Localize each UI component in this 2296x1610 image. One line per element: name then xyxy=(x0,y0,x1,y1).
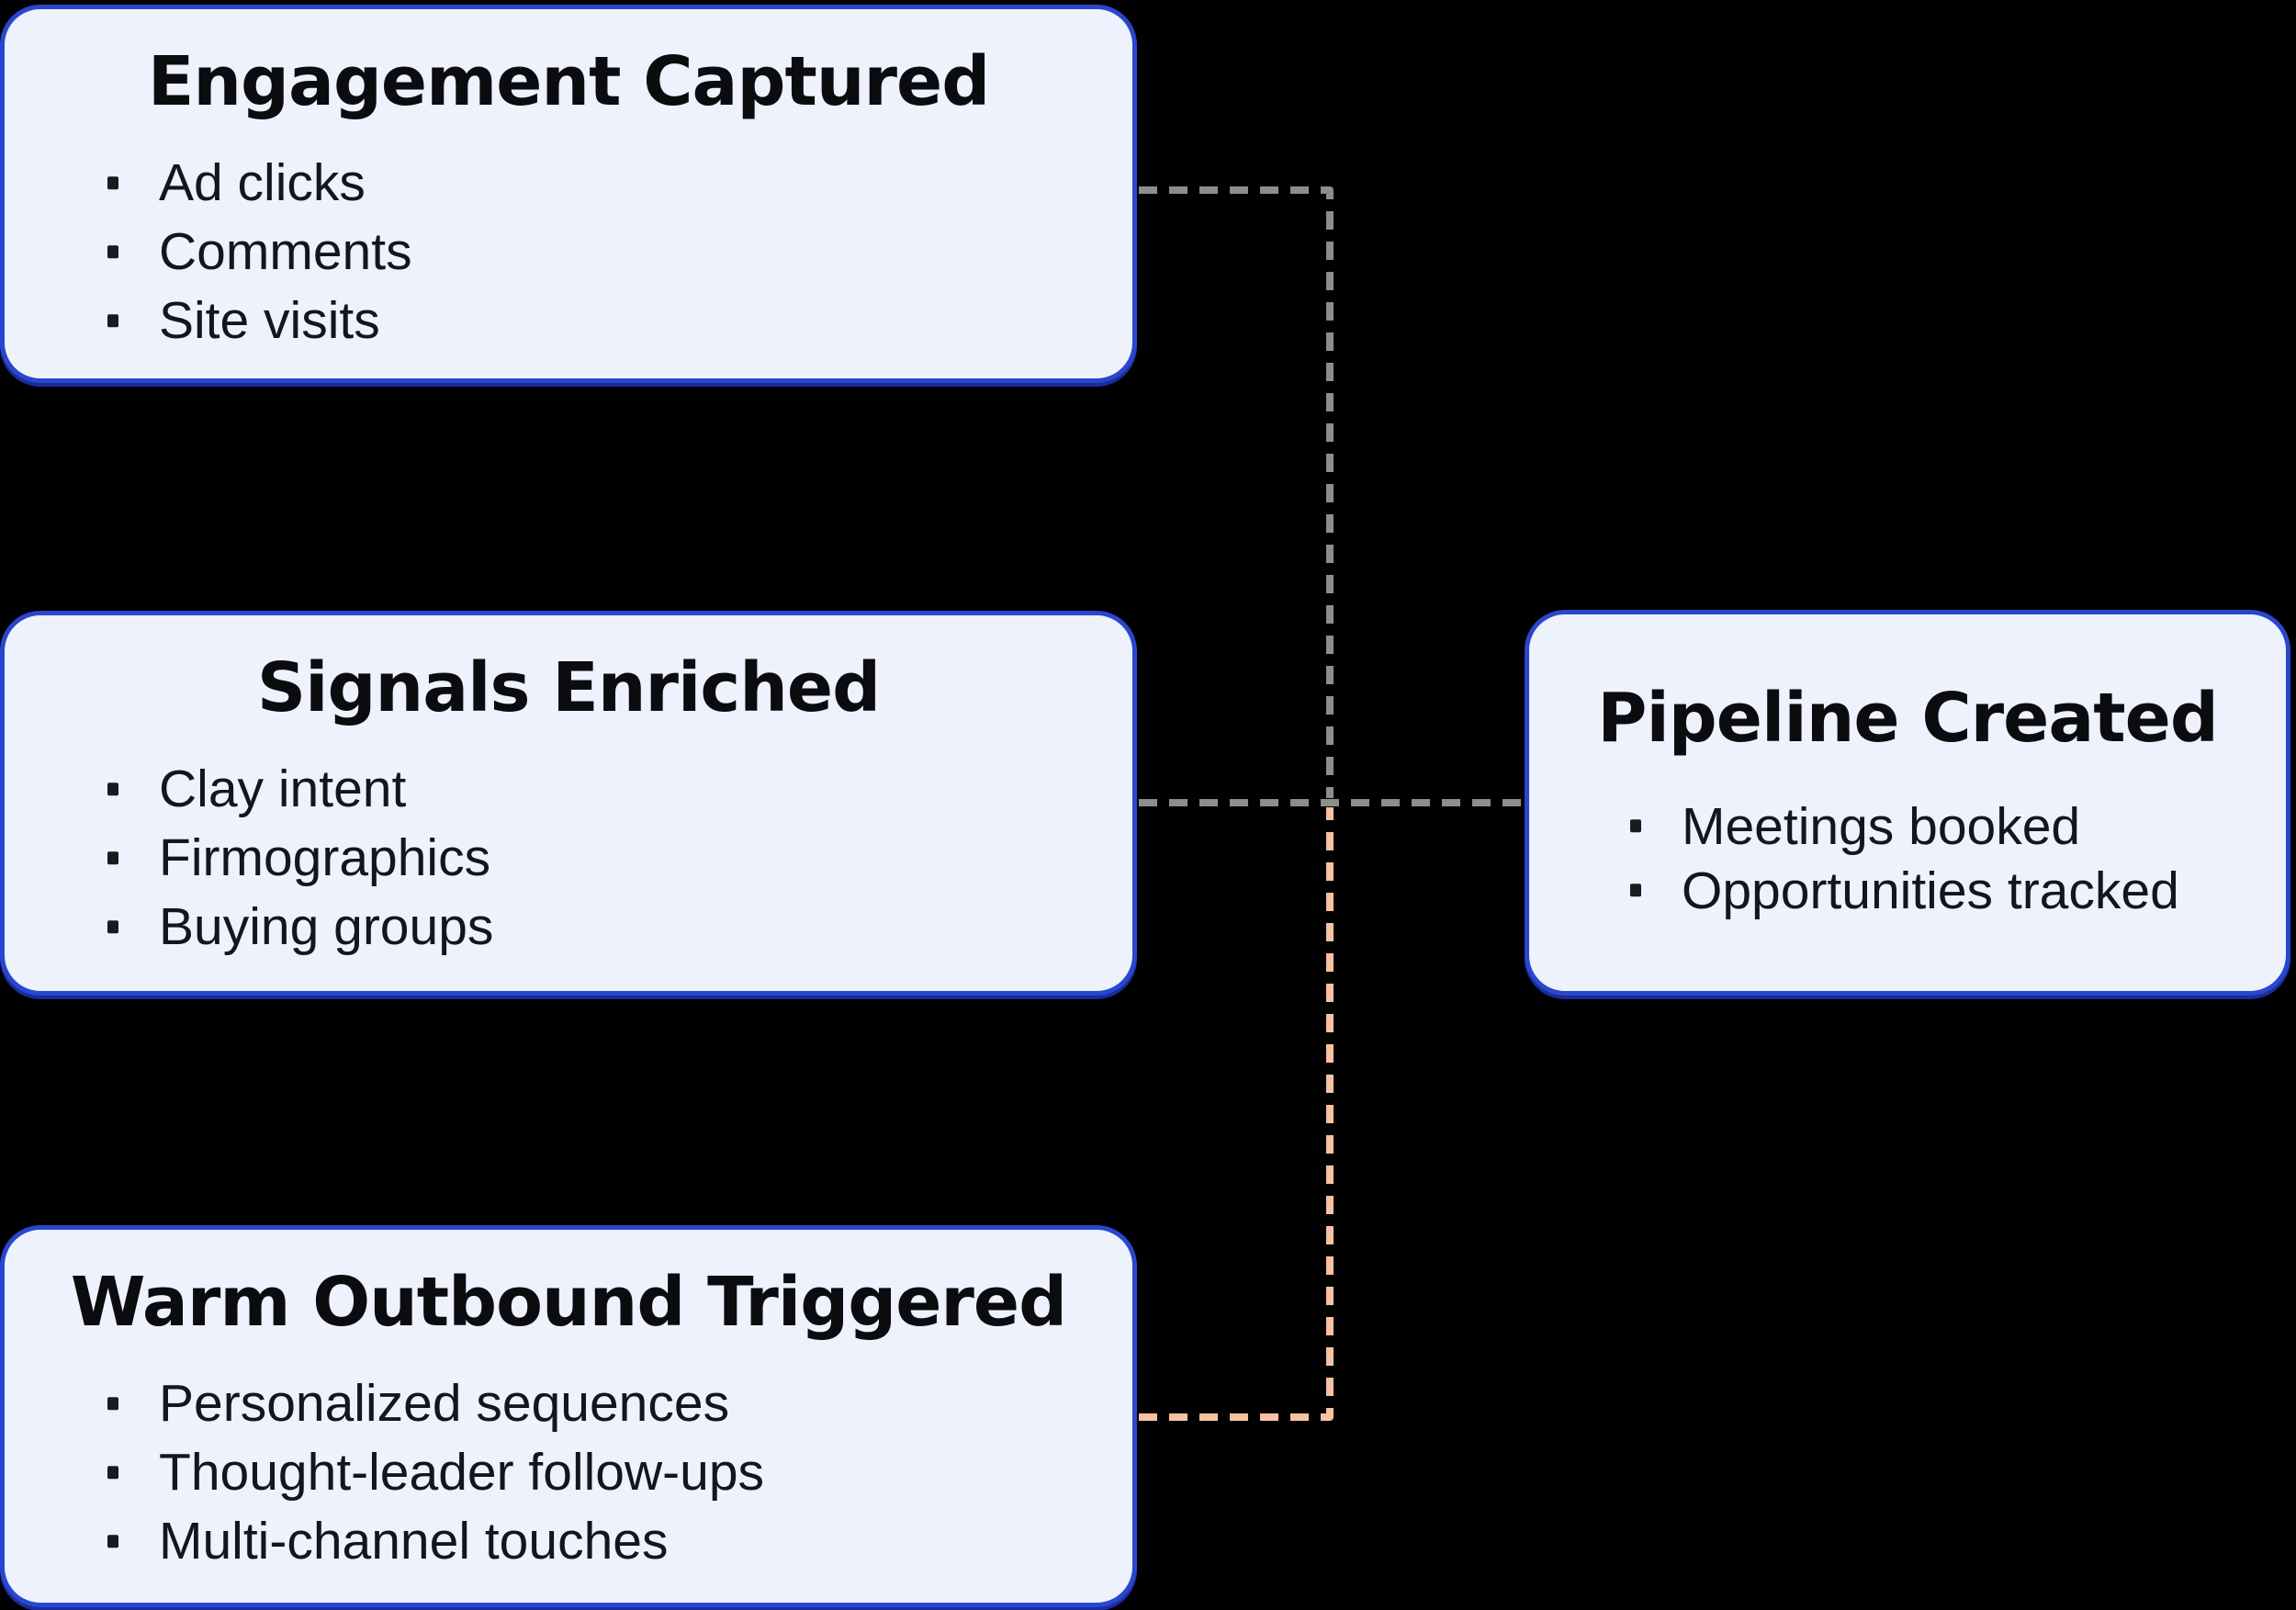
list-item-label: Site visits xyxy=(159,291,380,350)
list-item: Buying groups xyxy=(107,893,1114,962)
bullet-marker xyxy=(107,782,118,795)
list-item-label: Multi-channel touches xyxy=(159,1512,669,1571)
list-item-label: Buying groups xyxy=(159,897,494,956)
card-list-signals-enriched: Clay intent Firmographics Buying groups xyxy=(5,755,1132,962)
card-title-engagement-captured: Engagement Captured xyxy=(147,42,990,121)
list-item-label: Meetings booked xyxy=(1682,797,2081,856)
card-warm-outbound-triggered: Warm Outbound Triggered Personalized seq… xyxy=(0,1225,1137,1607)
list-item-label: Thought-leader follow-ups xyxy=(159,1443,765,1502)
bullet-marker xyxy=(1630,884,1641,897)
card-title-pipeline-created: Pipeline Created xyxy=(1597,679,2219,758)
list-item: Thought-leader follow-ups xyxy=(107,1438,1114,1507)
bullet-marker xyxy=(107,313,118,327)
card-engagement-captured: Engagement Captured Ad clicks Comments S… xyxy=(0,5,1137,383)
bullet-marker xyxy=(107,850,118,864)
card-title-warm-outbound-triggered: Warm Outbound Triggered xyxy=(70,1263,1067,1342)
card-list-warm-outbound-triggered: Personalized sequences Thought-leader fo… xyxy=(5,1369,1132,1576)
list-item: Clay intent xyxy=(107,755,1114,824)
list-item: Opportunities tracked xyxy=(1630,859,2268,923)
list-item: Ad clicks xyxy=(107,149,1114,218)
list-item: Multi-channel touches xyxy=(107,1507,1114,1576)
card-pipeline-created: Pipeline Created Meetings booked Opportu… xyxy=(1525,610,2290,996)
card-list-engagement-captured: Ad clicks Comments Site visits xyxy=(5,149,1132,355)
list-item: Meetings booked xyxy=(1630,794,2268,859)
card-signals-enriched: Signals Enriched Clay intent Firmographi… xyxy=(0,611,1137,996)
card-title-signals-enriched: Signals Enriched xyxy=(256,648,881,727)
bullet-marker xyxy=(107,1465,118,1479)
connector-warm-outbound-to-junction-line xyxy=(1139,807,1334,1421)
bullet-marker xyxy=(107,1396,118,1410)
list-item-label: Opportunities tracked xyxy=(1682,861,2179,920)
list-item-label: Comments xyxy=(159,222,412,281)
list-item-label: Personalized sequences xyxy=(159,1374,730,1433)
connector-engagement-to-junction-line xyxy=(1139,186,1334,798)
list-item-label: Clay intent xyxy=(159,760,407,818)
bullet-marker xyxy=(107,175,118,189)
bullet-marker xyxy=(107,919,118,933)
bullet-marker xyxy=(107,244,118,258)
list-item: Comments xyxy=(107,218,1114,287)
list-item: Site visits xyxy=(107,287,1114,355)
list-item: Firmographics xyxy=(107,824,1114,893)
bullet-marker xyxy=(1630,819,1641,833)
list-item: Personalized sequences xyxy=(107,1369,1114,1438)
bullet-marker xyxy=(107,1534,118,1548)
card-list-pipeline-created: Meetings booked Opportunities tracked xyxy=(1529,794,2286,923)
list-item-label: Firmographics xyxy=(159,828,491,887)
list-item-label: Ad clicks xyxy=(159,153,366,212)
